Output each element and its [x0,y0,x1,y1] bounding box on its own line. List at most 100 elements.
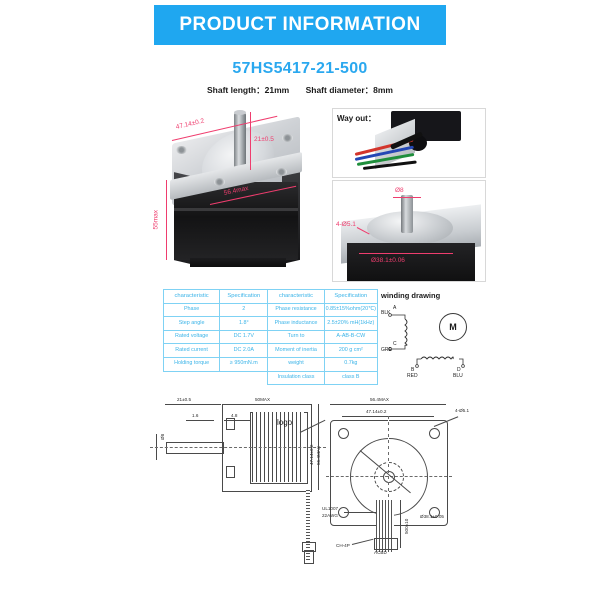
flange-shaft [401,195,413,233]
cable-spec-leader [344,512,376,513]
side-dim-line-outer-h [318,404,319,490]
side-dim-shaft-dia: Ø8 [160,433,165,440]
cell-holding-torque-label: Holding torque [162,356,221,372]
col-header-characteristic-1: characteristic [162,289,221,304]
face-shaft-bore [383,471,395,483]
motor-shaft [234,112,246,170]
col-header-specification-1: Specification [219,289,269,304]
dim-body-height: 55max [152,209,160,230]
table-row: Insulation class class B [164,370,379,386]
mount-hole [176,146,187,154]
dim-pilot-dia: Ø38.1±0.06 [371,257,405,264]
side-dim-line-step2 [224,420,250,421]
winding-color-red: RED [407,373,418,379]
side-connector-body [304,550,314,564]
face-mount-hole [429,428,440,439]
winding-drawing: winding drawing M A BLK C GRE B RED D BL… [381,291,489,383]
dim-line-height [166,180,167,260]
cell-holding-torque-value: ≥ 950mN.m [219,356,269,372]
face-mount-hole [429,507,440,518]
winding-pin-c: C [393,341,397,347]
product-model: 57HS5417-21-500 [232,60,368,77]
winding-pin-b: B [411,367,415,373]
motor-base [190,258,286,267]
cell-rated-voltage-value: DC 1.7V [219,329,269,345]
cell-step-angle-label: Step angle [162,316,221,331]
cell-turn-to-label: Turn to [267,329,325,345]
cell-step-angle-value: 1.8° [219,316,269,331]
side-shaft-outline [166,442,224,454]
motor-symbol: M [439,313,467,341]
col-header-characteristic-2: characteristic [267,289,325,304]
dim-flange-width: 47.14±0.2 [175,117,205,131]
dim-line-pilot [359,253,453,254]
flange-body [347,243,475,281]
dim-shaft-length: 21±0.5 [254,136,274,143]
side-cable [306,490,310,562]
dim-mount-holes: 4-Ø5.1 [336,221,356,228]
face-dim-width-inner: 47.14±0.2 [366,409,387,414]
table-row: Phase 2 Phase resistance 0.85±15%ohm(20℃… [162,302,379,318]
side-mount-hole-top [226,418,235,430]
cell-rated-voltage-label: Rated voltage [162,329,221,345]
mount-hole [214,178,225,186]
cell-phase-value: 2 [219,302,269,318]
winding-color-gre: GRE [381,347,392,353]
side-dim-line-step1 [186,420,214,421]
cell-phase-resistance-label: Phase resistance [267,302,325,318]
motor-body [174,182,298,260]
connector-leader [351,538,374,545]
cell-weight-value: 0.7kg [323,356,379,372]
col-header-specification-2: Specification [323,289,379,304]
cell-rated-current-label: Rated current [162,343,221,358]
side-dim-line-shaft [165,404,221,405]
winding-pin-d: D [457,367,461,373]
face-dim-pilot: Ø38.1±0.05 [420,514,444,519]
mount-hole [276,168,287,176]
cell-moment-inertia-label: Moment of inertia [267,343,325,358]
cell-weight-label: weight [267,356,325,372]
side-dim-shaft-len: 21±0.5 [177,397,192,402]
side-dim-line-inner-h [311,412,312,482]
winding-drawing-title: winding drawing [381,291,441,300]
table-row: Rated current DC 2.0A Moment of inertia … [162,343,379,358]
cell-phase-inductance-label: Phase inductance [267,316,325,331]
winding-schematic [388,313,465,368]
side-dim-step2: 4.8 [231,413,238,418]
connector-pins: ACBD [374,550,387,555]
way-out-photo: Way out： [332,108,486,178]
side-dim-body-len: 50MAX [255,397,271,402]
cell-empty-2 [220,371,268,385]
page-title: PRODUCT INFORMATION [179,14,421,35]
table-header-row: characteristic Specification characteris… [162,289,379,304]
side-connector [302,542,316,552]
side-centerline [150,447,326,448]
cell-moment-inertia-value: 200 g cm² [323,343,379,358]
dim-line-shaft-dia [393,197,421,198]
face-mount-hole [338,428,349,439]
dim-line-shaft [250,112,251,170]
winding-pin-a: A [393,305,397,311]
cable-length-dim-line [400,500,401,548]
cell-turn-to-value: A-AB-B-CW [323,329,379,345]
side-dim-step1: 1.6 [192,413,199,418]
side-dim-height-outer: 56.4MAX [316,446,321,465]
shaft-diameter-label: Shaft diameter：8mm [305,85,393,95]
winding-color-blk: BLK [381,310,391,316]
dim-shaft-dia: Ø8 [395,187,404,194]
face-cable-bundle [376,500,394,552]
cell-empty-1 [164,371,220,385]
cell-insulation-value: class B [323,370,379,386]
side-dim-height-inner: 47.14±0.2 [309,444,314,465]
face-connector [374,538,398,550]
face-shaft-circle [374,462,404,492]
cell-insulation-label: Insulation class [267,370,325,386]
cell-phase-resistance-value: 0.85±15%ohm(20℃) [323,302,379,318]
cell-phase-inductance-value: 2.5±20% mH(1kHz) [323,316,379,331]
cell-phase-label: Phase [162,302,221,318]
connector-label: CH-4P [336,543,350,548]
specification-table: characteristic Specification characteris… [162,289,379,386]
flange-detail-photo: Ø8 4-Ø5.1 Ø38.1±0.06 [332,180,486,282]
way-out-label: Way out： [337,114,376,123]
